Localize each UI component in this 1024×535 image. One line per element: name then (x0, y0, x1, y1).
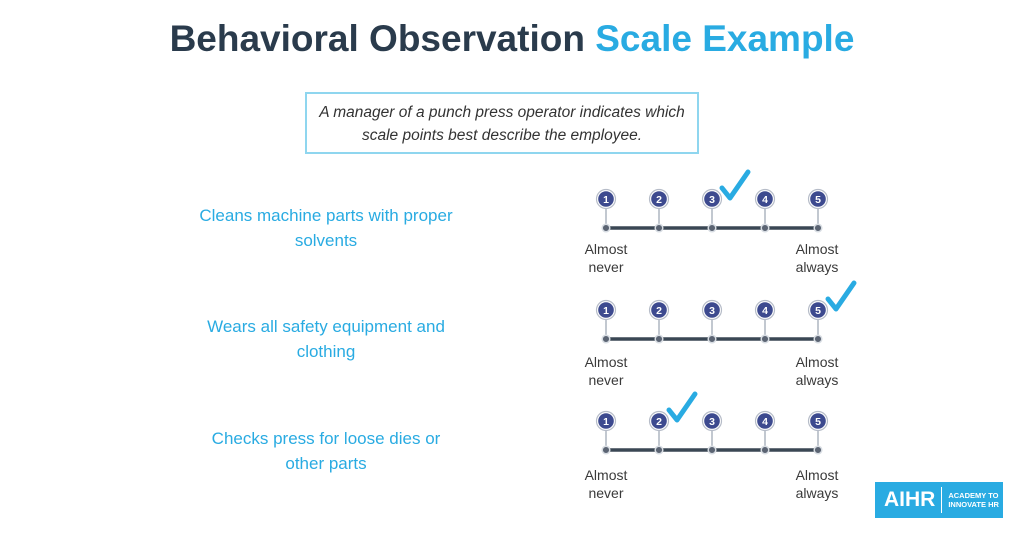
scale-3-tick-5 (813, 445, 823, 455)
scale-2-node-2 (651, 302, 667, 318)
scale-3-node-4 (757, 413, 773, 429)
scale-3-tick-3 (707, 445, 717, 455)
scale-1-node-5 (810, 191, 826, 207)
scale-2-node-label-2: 2 (656, 305, 662, 317)
scale-1-tick-2 (654, 223, 664, 233)
scale-2-low-label: Almost never (584, 354, 628, 388)
scale-2-tick-1 (601, 334, 611, 344)
scale-2-node-label-3: 3 (709, 305, 715, 317)
page-title: Behavioral Observation Scale Example (0, 18, 1024, 60)
scale-2-node-5 (810, 302, 826, 318)
scale-1-node-label-5: 5 (815, 194, 821, 206)
scale-2-node-1 (598, 302, 614, 318)
scale-3-tick-4 (760, 445, 770, 455)
behavior-label-1: Cleans machine parts with proper solvent… (199, 206, 453, 250)
scale-3-node-5 (810, 413, 826, 429)
scale-3-tick-1 (601, 445, 611, 455)
scale-3-check-icon (666, 391, 698, 423)
scale-2-check-icon (825, 280, 857, 312)
logo-tagline: ACADEMY TO INNOVATE HR (942, 491, 999, 509)
title-accent: Scale Example (595, 18, 855, 59)
scale-1-tick-5 (813, 223, 823, 233)
scale-3-node-label-3: 3 (709, 416, 715, 428)
scale-1-node-3 (704, 191, 720, 207)
scale-1-check-icon (719, 169, 751, 201)
scale-2-tick-4 (760, 334, 770, 344)
scale-1-high-label: Almost always (795, 241, 839, 275)
scale-3-high-label: Almost always (795, 467, 839, 501)
scale-1-node-label-3: 3 (709, 194, 715, 206)
scale-2-node-label-1: 1 (603, 305, 609, 317)
scale-1-node-label-4: 4 (762, 194, 768, 206)
scale-1-node-label-2: 2 (656, 194, 662, 206)
scale-1-tick-1 (601, 223, 611, 233)
behavior-label-3: Checks press for loose dies or other par… (211, 429, 441, 473)
scale-3-node-label-4: 4 (762, 416, 768, 428)
scale-2-tick-2 (654, 334, 664, 344)
scale-2-node-3 (704, 302, 720, 318)
title-main: Behavioral Observation (169, 18, 585, 59)
scale-1-tick-3 (707, 223, 717, 233)
behavior-label-2: Wears all safety equipment and clothing (207, 317, 445, 361)
scale-3-node-label-2: 2 (656, 416, 662, 428)
scale-2-tick-5 (813, 334, 823, 344)
scale-1-low-label: Almost never (584, 241, 628, 275)
scale-3-node-2 (651, 413, 667, 429)
scale-2-node-label-5: 5 (815, 305, 821, 317)
logo-text: AIHR (875, 487, 943, 513)
aihr-logo: AIHR ACADEMY TO INNOVATE HR (875, 482, 1003, 518)
description-box: A manager of a punch press operator indi… (305, 92, 699, 154)
scale-2-node-4 (757, 302, 773, 318)
scale-2-tick-3 (707, 334, 717, 344)
scale-3-node-1 (598, 413, 614, 429)
scale-1-tick-4 (760, 223, 770, 233)
logo-tagline-line-2: INNOVATE HR (948, 500, 999, 509)
scale-2-high-label: Almost always (795, 354, 839, 388)
scale-1-node-label-1: 1 (603, 194, 609, 206)
scale-3-tick-2 (654, 445, 664, 455)
logo-tagline-line-1: ACADEMY TO (948, 491, 999, 500)
scale-1-node-2 (651, 191, 667, 207)
scale-2-node-label-4: 4 (762, 305, 768, 317)
scale-1-node-1 (598, 191, 614, 207)
scale-3-node-3 (704, 413, 720, 429)
scale-3-node-label-5: 5 (815, 416, 821, 428)
scale-3-node-label-1: 1 (603, 416, 609, 428)
scale-3-low-label: Almost never (584, 467, 628, 501)
scale-1-node-4 (757, 191, 773, 207)
